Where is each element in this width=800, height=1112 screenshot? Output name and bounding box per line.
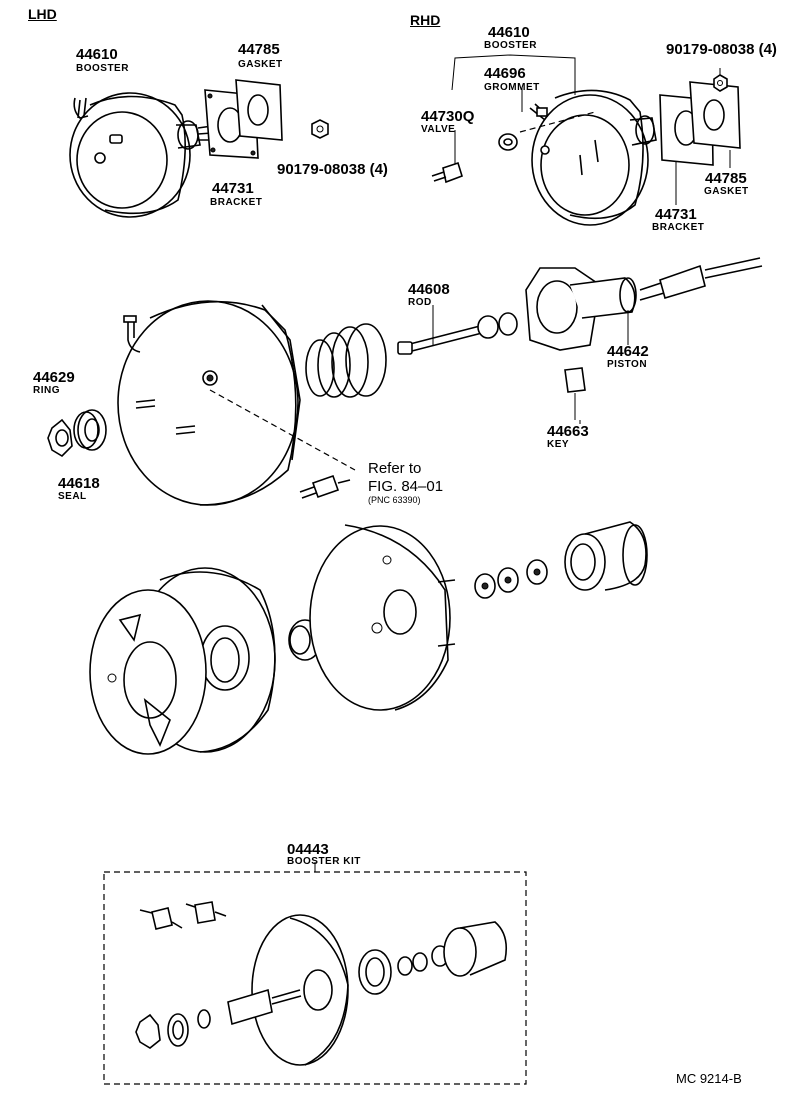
main-booster-shell-illustration	[117, 300, 301, 506]
diaphragm-illustration	[564, 521, 648, 591]
rhd-gasket-part-name: GASKET	[704, 186, 749, 197]
lhd-gasket-illustration	[235, 79, 283, 141]
rod-part-name: ROD	[408, 297, 432, 308]
rhd-grommet-part-name: GROMMET	[484, 82, 540, 93]
rhd-valve-illustration	[431, 161, 463, 184]
key-illustration	[564, 367, 586, 420]
booster-kit-part-number: 04443	[287, 841, 329, 858]
rhd-valve-part-number: 44730Q	[421, 108, 475, 125]
rhd-gasket-part-number: 44785	[705, 170, 747, 187]
rhd-grommet-part-number: 44696	[484, 65, 526, 82]
washers-illustration	[474, 559, 548, 599]
ring-part-name: RING	[33, 385, 60, 396]
lhd-nut-part-number: 90179-08038 (4)	[277, 161, 388, 178]
rhd-grommet-illustration	[498, 103, 596, 151]
seal-illustration	[73, 409, 107, 451]
ring-part-number: 44629	[33, 369, 75, 386]
lhd-nut-illustration	[311, 119, 329, 139]
lhd-gasket-part-number: 44785	[238, 41, 280, 58]
lhd-bracket-part-name: BRACKET	[210, 197, 263, 208]
rhd-booster-bracket-lines	[451, 54, 576, 165]
lhd-booster-part-name: BOOSTER	[76, 63, 129, 74]
front-shell-illustration	[309, 524, 456, 711]
seal-part-name: SEAL	[58, 491, 87, 502]
booster-kit-part-name: BOOSTER KIT	[287, 856, 361, 867]
rhd-valve-part-name: VALVE	[421, 124, 456, 135]
booster-kit-box	[103, 862, 527, 1085]
rear-shell-illustration	[89, 567, 276, 755]
lhd-gasket-part-name: GASKET	[238, 59, 283, 70]
rhd-header: RHD	[410, 12, 441, 28]
rhd-gasket-illustration	[689, 81, 741, 149]
rhd-bracket-part-number: 44731	[655, 206, 697, 223]
piston-illustration	[525, 257, 763, 351]
rhd-booster-part-name: BOOSTER	[484, 40, 537, 51]
rhd-leader-lines	[675, 68, 731, 205]
key-part-name: KEY	[547, 439, 570, 450]
refer-pnc-text: (PNC 63390)	[368, 495, 421, 505]
diaphragm-spring-illustration	[305, 323, 387, 398]
piston-part-number: 44642	[607, 343, 649, 360]
piston-part-name: PISTON	[607, 359, 648, 370]
kit-valves-illustration	[139, 901, 227, 930]
middle-leader-lines	[432, 305, 629, 424]
refer-to-text: Refer to	[368, 460, 422, 477]
lhd-bracket-part-number: 44731	[212, 180, 254, 197]
rhd-booster-part-number: 44610	[488, 24, 530, 41]
rhd-nut-illustration	[713, 74, 728, 92]
lhd-booster-illustration	[69, 92, 213, 218]
reference-valve-illustration	[209, 389, 356, 499]
rhd-nut-part-number: 90179-08038 (4)	[666, 41, 777, 58]
rod-part-number: 44608	[408, 281, 450, 298]
seal-part-number: 44618	[58, 475, 100, 492]
rhd-booster-illustration	[531, 89, 657, 226]
refer-figure-text: FIG. 84–01	[368, 478, 444, 495]
figure-code: MC 9214-B	[676, 1071, 742, 1086]
ring-illustration	[47, 418, 73, 458]
lhd-header: LHD	[28, 6, 57, 22]
kit-parts-illustration	[135, 921, 508, 1049]
rhd-bracket-part-name: BRACKET	[652, 222, 705, 233]
key-part-number: 44663	[547, 423, 589, 440]
lhd-booster-part-number: 44610	[76, 46, 118, 63]
rod-illustration	[397, 312, 518, 355]
